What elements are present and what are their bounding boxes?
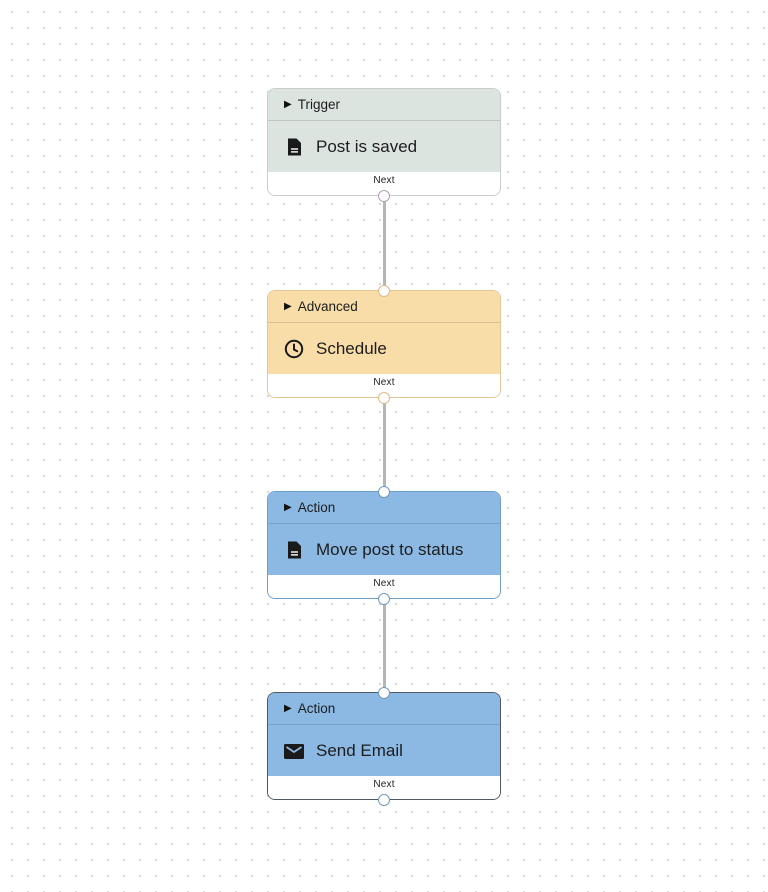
next-label: Next <box>268 172 500 195</box>
node-header[interactable]: ▶ Action <box>268 693 500 725</box>
clock-icon <box>283 338 305 360</box>
document-icon <box>283 136 305 158</box>
advanced-node[interactable]: ▶ Advanced Schedule Next <box>267 284 501 404</box>
expand-caret-icon[interactable]: ▶ <box>284 301 292 312</box>
node-body[interactable]: Post is saved <box>268 121 500 172</box>
node-title: Move post to status <box>316 539 464 559</box>
node-category-label: Trigger <box>297 97 340 112</box>
node-body[interactable]: Schedule <box>268 323 500 374</box>
input-handle[interactable] <box>377 284 390 297</box>
node-category-label: Action <box>297 500 336 515</box>
node-title: Post is saved <box>316 136 418 156</box>
edge-trigger-to-advanced <box>382 197 386 289</box>
expand-caret-icon[interactable]: ▶ <box>284 502 292 513</box>
next-label: Next <box>268 776 500 799</box>
mail-icon <box>283 740 305 762</box>
input-handle[interactable] <box>377 485 390 498</box>
node-body[interactable]: Move post to status <box>268 524 500 575</box>
expand-caret-icon[interactable]: ▶ <box>284 703 292 714</box>
next-label: Next <box>268 374 500 397</box>
trigger-node[interactable]: ▶ Trigger Post is saved Next <box>267 88 501 202</box>
expand-caret-icon[interactable]: ▶ <box>284 99 292 110</box>
edge-advanced-to-action <box>382 398 386 490</box>
node-title: Send Email <box>316 740 403 760</box>
action-node[interactable]: ▶ Action Move post to status Next <box>267 485 501 605</box>
document-icon <box>283 539 305 561</box>
node-title: Schedule <box>316 338 387 358</box>
edge-action-to-action <box>382 600 386 691</box>
next-label: Next <box>268 575 500 598</box>
output-handle[interactable] <box>377 592 390 605</box>
input-handle[interactable] <box>377 686 390 699</box>
output-handle[interactable] <box>377 189 390 202</box>
node-category-label: Action <box>297 701 336 716</box>
node-header[interactable]: ▶ Trigger <box>268 89 500 121</box>
node-body[interactable]: Send Email <box>268 725 500 776</box>
node-category-label: Advanced <box>297 299 358 314</box>
action-node-selected[interactable]: ▶ Action Send Email Next <box>267 686 501 806</box>
output-handle[interactable] <box>377 391 390 404</box>
output-handle[interactable] <box>377 793 390 806</box>
